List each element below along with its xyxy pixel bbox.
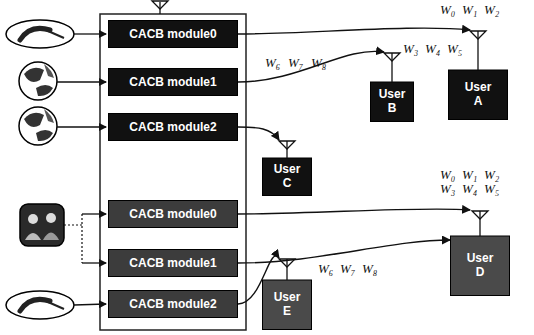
user-terminal: User E (262, 258, 312, 330)
antenna-head (279, 259, 295, 267)
person-body (43, 233, 59, 241)
input-arrow (57, 126, 106, 127)
weight-label: W₇ (340, 262, 355, 276)
weight-label: W₈ (362, 262, 377, 276)
icon-outline (6, 291, 74, 319)
web-icon (19, 107, 57, 145)
input-arrow (74, 304, 106, 305)
terminal-body (263, 158, 312, 196)
weight-label: W₁ (462, 3, 477, 17)
handset (20, 299, 50, 311)
user-name: User D (463, 252, 497, 280)
weight-label: W₄ (425, 42, 440, 56)
antenna-head (470, 31, 486, 39)
antenna-head (152, 1, 168, 9)
video-icon (20, 204, 64, 246)
antenna-head (472, 211, 488, 219)
antenna-mast (479, 211, 480, 236)
phone-icon (6, 291, 74, 319)
weight-label: W₃ (403, 42, 418, 56)
transmit-arrow (238, 127, 279, 140)
base-antenna (152, 1, 168, 14)
module-name: CACB module0 (129, 207, 216, 221)
input-arrow (74, 33, 106, 34)
terminal-body (449, 70, 508, 120)
globe-land (36, 85, 53, 96)
antenna-mast (477, 31, 478, 70)
terminal-body (371, 82, 414, 122)
antenna-mast (286, 259, 287, 280)
transmit-arrow (238, 28, 470, 34)
weight-label: W₃ (440, 182, 455, 196)
globe-land (24, 113, 44, 127)
transmit-arrow (238, 209, 470, 214)
weight-label: W₁ (462, 168, 477, 182)
input-arrow (82, 262, 106, 263)
antenna-mast (391, 53, 392, 82)
transmit-arrow (238, 240, 450, 263)
handset-cord (48, 302, 64, 309)
cacb-module: CACB module0 (108, 200, 238, 228)
phone-icon (6, 20, 74, 48)
globe-land (24, 68, 44, 82)
globe-land (44, 109, 54, 123)
weight-label: W₂ (484, 3, 499, 17)
web-icon (19, 62, 57, 100)
weight-label: W₇ (288, 56, 303, 70)
cacb-module: CACB module2 (108, 290, 238, 318)
weight-label: W₆ (265, 56, 280, 70)
cacb-module: CACB module2 (108, 113, 238, 141)
person-body (25, 233, 41, 240)
weight-label: W₀ (440, 3, 455, 17)
cacb-module: CACB module1 (108, 249, 238, 277)
globe-land (44, 64, 54, 78)
weight-label: W₈ (311, 56, 326, 70)
split-line (64, 224, 82, 225)
handset-cord (48, 31, 64, 38)
user-terminal: User D (450, 210, 510, 296)
module-name: CACB module1 (129, 75, 216, 89)
weight-label: W₅ (484, 182, 499, 196)
antenna-head (279, 141, 295, 149)
module-name: CACB module2 (129, 297, 216, 311)
transmit-arrow (238, 51, 384, 82)
weight-label: W₆ (318, 262, 333, 276)
module-name: CACB module1 (129, 256, 216, 270)
globe-land (36, 130, 53, 141)
user-name: User A (461, 81, 495, 109)
terminal-body (263, 280, 312, 330)
weight-label: W₀ (440, 168, 455, 182)
person-head (46, 213, 56, 223)
base-station-frame (100, 14, 246, 330)
user-terminal: User C (262, 140, 312, 196)
split-bracket (81, 214, 82, 263)
cacb-module: CACB module1 (108, 68, 238, 96)
icon-outline (20, 204, 64, 246)
handset (20, 28, 50, 40)
user-name: User E (270, 291, 304, 319)
cacb-module: CACB module0 (108, 20, 238, 48)
input-arrow (57, 81, 106, 82)
terminal-body (451, 236, 510, 296)
user-name: User C (270, 163, 304, 191)
icon-outline (6, 20, 74, 48)
input-arrow (82, 213, 106, 214)
module-name: CACB module0 (129, 27, 216, 41)
person-head (28, 214, 38, 224)
user-terminal: User B (370, 52, 414, 122)
icon-outline (19, 62, 57, 100)
user-name: User B (375, 88, 409, 116)
antenna-head (384, 53, 400, 61)
weight-label: W₅ (447, 42, 462, 56)
icon-outline (19, 107, 57, 145)
weight-label: W₂ (484, 168, 499, 182)
weight-label: W₄ (462, 182, 477, 196)
module-name: CACB module2 (129, 120, 216, 134)
